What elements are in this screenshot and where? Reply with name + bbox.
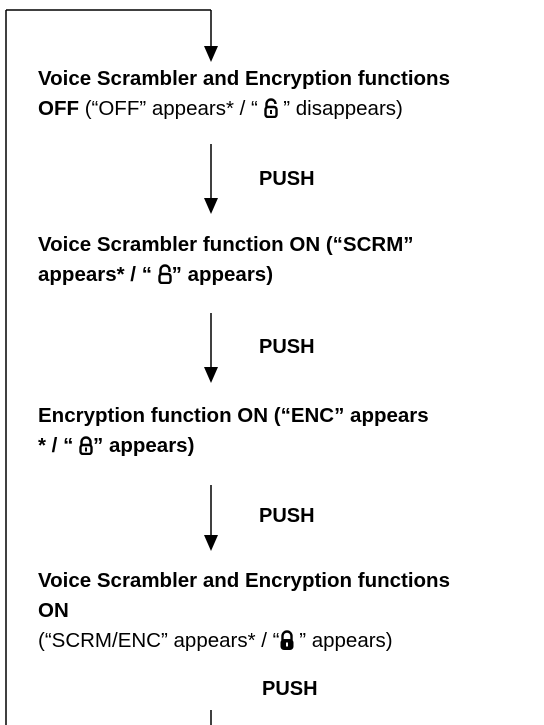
arrow-head-2 [204,367,218,383]
step-1-text: Voice Scrambler and Encryption functions… [38,64,450,124]
encryption-lock-icon [79,436,93,455]
step-4-line-2: ON [38,596,450,626]
step-2-desc-a: appears* / “ [38,263,158,286]
step-2-title: Voice Scrambler function [38,233,290,256]
step-1-desc-b: ” disappears) [277,97,403,120]
step-4-text: Voice Scrambler and Encryption functions… [38,566,450,656]
step-1-line-2: OFF (“OFF” appears* / “ ” disappears) [38,94,450,124]
push-label-4: PUSH [262,678,318,700]
step-3-line-2: * / “ ” appears) [38,431,429,461]
step-3-title: Encryption function [38,404,238,427]
step-2-desc-b: ” appears) [171,263,274,286]
push-label-1: PUSH [259,168,315,190]
step-4-desc-b: ” appears) [293,629,393,652]
lock-open-icon [263,98,278,118]
step-2-text: Voice Scrambler function ON (“SCRM” appe… [38,230,414,290]
step-1-title: Voice Scrambler and Encryption functions [38,67,450,90]
step-1-desc-a: (“OFF” appears* / “ [79,97,264,120]
scrambler-lock-icon [157,264,172,284]
dual-lock-icon [280,630,293,650]
arrow-head-1 [204,198,218,214]
push-label-3: PUSH [259,505,315,527]
step-4-line-3: (“SCRM/ENC” appears* / “ ” appears) [38,626,450,656]
step-3-desc-a: * / “ [38,434,80,457]
step-3-line-1: Encryption function ON (“ENC” appears [38,401,429,431]
step-3-state: ON (“ENC” appears [237,404,429,427]
arrow-head-top [204,46,218,62]
step-1-state: OFF [38,97,79,120]
step-3-desc-b: ” appears) [93,434,195,457]
step-4-title: Voice Scrambler and Encryption functions [38,569,450,592]
step-4-state: ON [38,599,69,622]
step-1-line-1: Voice Scrambler and Encryption functions [38,64,450,94]
step-2-line-2: appears* / “ ” appears) [38,260,414,290]
step-4-desc-a: (“SCRM/ENC” appears* / “ [38,629,280,652]
step-2-line-1: Voice Scrambler function ON (“SCRM” [38,230,414,260]
arrow-head-3 [204,535,218,551]
step-4-line-1: Voice Scrambler and Encryption functions [38,566,450,596]
push-label-2: PUSH [259,336,315,358]
step-2-state: ON (“SCRM” [289,233,414,256]
step-3-text: Encryption function ON (“ENC” appears * … [38,401,429,461]
